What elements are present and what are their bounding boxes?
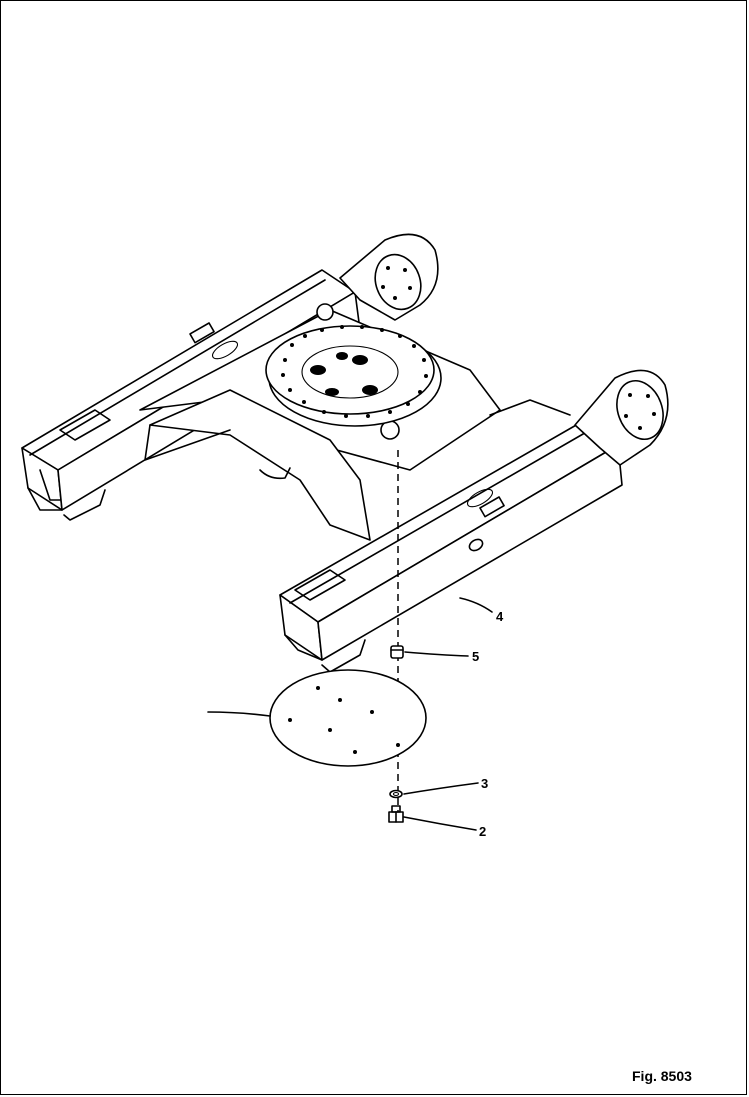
callout-3: 3	[481, 776, 488, 791]
bolt-part	[388, 805, 404, 823]
right-idler-mount	[574, 369, 669, 466]
figure-caption: Fig. 8503	[632, 1068, 692, 1084]
swing-circle-mount	[265, 325, 442, 427]
left-idler-mount	[339, 233, 439, 321]
collar-part	[390, 645, 404, 659]
washer-part	[389, 789, 403, 799]
right-track-frame	[279, 419, 623, 673]
callout-4: 4	[496, 609, 504, 624]
cover-plate	[269, 669, 427, 767]
callout-2: 2	[479, 824, 486, 839]
leader-lines	[207, 597, 493, 831]
callout-5: 5	[472, 649, 479, 664]
